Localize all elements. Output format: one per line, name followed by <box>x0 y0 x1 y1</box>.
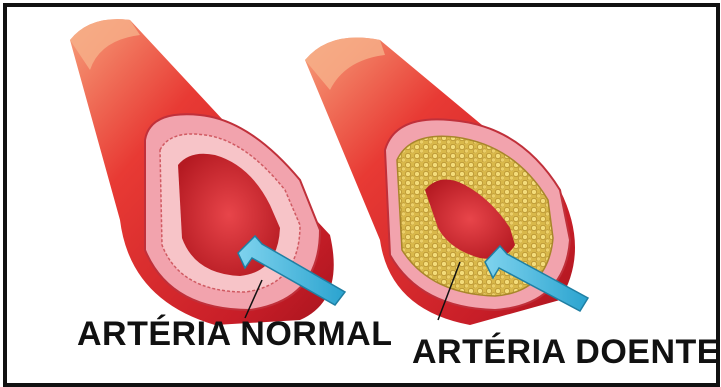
diseased-artery-label: ARTÉRIA DOENTE <box>412 333 720 372</box>
normal-artery-label: ARTÉRIA NORMAL <box>77 315 393 354</box>
